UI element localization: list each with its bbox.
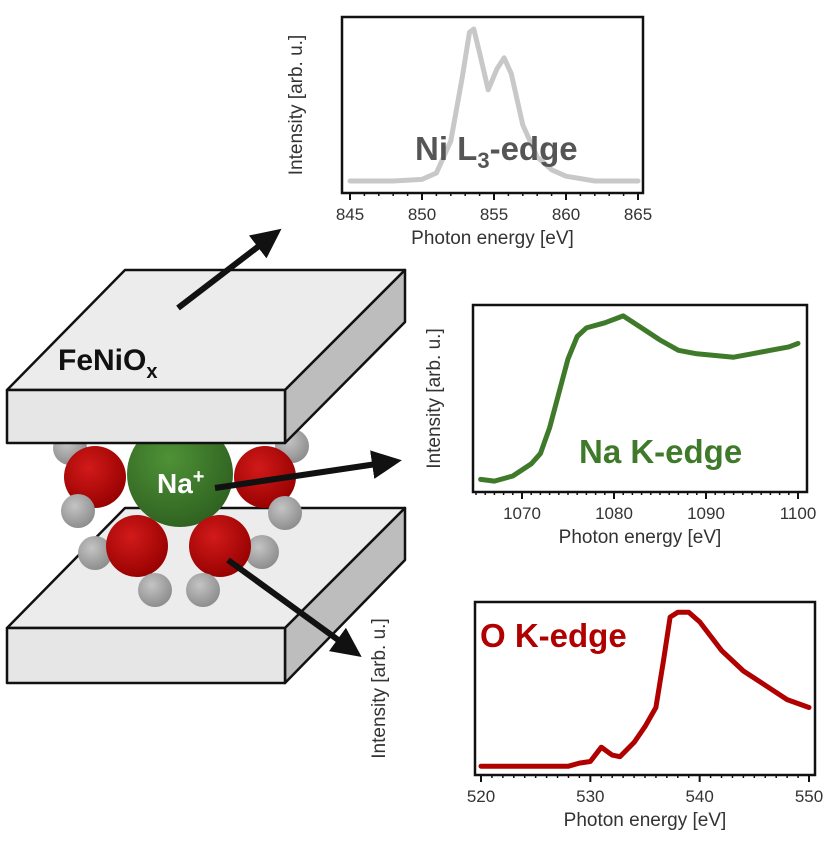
plot-frame bbox=[471, 303, 809, 494]
top-slab bbox=[5, 268, 407, 445]
x-tick-label: 865 bbox=[624, 205, 652, 224]
x-tick-label: 845 bbox=[336, 205, 364, 224]
x-tick-label: 520 bbox=[467, 787, 495, 806]
x-tick-label: 860 bbox=[552, 205, 580, 224]
label-rest: -edge bbox=[490, 130, 578, 167]
oxygen-atom bbox=[106, 515, 168, 577]
spectrum-label: O K-edge bbox=[480, 617, 627, 654]
series-line bbox=[478, 313, 801, 484]
hydrogen-atom bbox=[61, 494, 95, 528]
arrow-to-na-spectrum bbox=[214, 450, 402, 491]
oxygen-atom bbox=[189, 515, 251, 577]
top-slab-front-face bbox=[5, 388, 287, 445]
plot-frame bbox=[340, 15, 645, 195]
y-axis-label: Intensity [arb. u.] bbox=[286, 35, 307, 175]
x-tick-label: 540 bbox=[685, 787, 713, 806]
y-axis-label: Intensity [arb. u.] bbox=[424, 328, 445, 468]
x-axis-label: Photon energy [eV] bbox=[411, 228, 574, 249]
layer-label: FeNiOx bbox=[58, 344, 157, 383]
y-axis-label: Intensity [arb. u.] bbox=[369, 618, 390, 758]
arrow-to-o-spectrum bbox=[226, 557, 362, 658]
spectrum-label: Ni L3-edge bbox=[415, 130, 578, 173]
hydrogen-atom bbox=[268, 496, 302, 530]
hydrogen-atom bbox=[245, 535, 279, 569]
sodium-ion bbox=[127, 421, 233, 527]
series-line bbox=[347, 26, 641, 184]
spectrum-label: Na K-edge bbox=[579, 433, 742, 470]
x-tick-label: 530 bbox=[576, 787, 604, 806]
oxygen-atom bbox=[64, 446, 126, 508]
sodium-ion-label: Na+ bbox=[157, 466, 204, 499]
series-line bbox=[478, 609, 812, 769]
oxygen-atom bbox=[234, 446, 296, 508]
bottom-slab-front-face bbox=[5, 626, 287, 685]
x-tick-label: 1090 bbox=[687, 504, 725, 523]
x-tick-label: 1100 bbox=[780, 504, 817, 523]
hydrated-sodium-cluster: Na+ bbox=[53, 421, 309, 607]
hydrogen-atom bbox=[138, 573, 172, 607]
x-axis-label: Photon energy [eV] bbox=[564, 810, 727, 831]
x-axis-label: Photon energy [eV] bbox=[559, 527, 722, 548]
label-subscript: 3 bbox=[477, 148, 489, 173]
label-main: Ni L bbox=[415, 130, 477, 167]
arrow-to-ni-spectrum bbox=[176, 228, 282, 311]
x-tick-label: 855 bbox=[480, 205, 508, 224]
x-tick-label: 850 bbox=[408, 205, 436, 224]
x-tick-label: 550 bbox=[795, 787, 823, 806]
x-tick-label: 1070 bbox=[503, 504, 541, 523]
hydrogen-atom bbox=[186, 573, 220, 607]
x-tick-label: 1080 bbox=[595, 504, 633, 523]
hydrogen-atom bbox=[78, 536, 112, 570]
